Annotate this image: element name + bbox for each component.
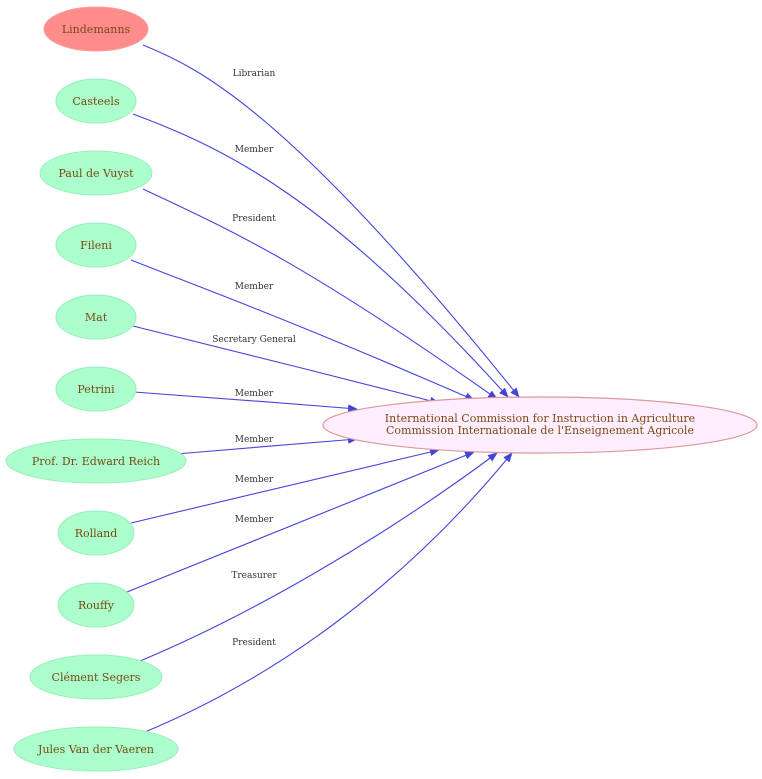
node-shape-clement-segers <box>29 654 163 700</box>
node-shape-mat <box>55 294 137 340</box>
edge-rolland <box>130 448 440 524</box>
node-casteels[interactable]: Casteels <box>55 78 137 124</box>
edge-prof-dr-edward-reich <box>175 435 358 455</box>
node-label-jules-van-der-vaeren: Jules Van der Vaeren <box>37 743 154 756</box>
center-node-label-line2: Commission Internationale de l'Enseignem… <box>386 424 694 437</box>
edge-mat <box>132 325 440 405</box>
node-clement-segers[interactable]: Clément Segers <box>29 654 163 700</box>
edge-label-casteels: Member <box>235 145 274 155</box>
edge-lindemanns <box>142 44 520 398</box>
edge-rouffy <box>126 451 475 593</box>
node-label-paul-de-vuyst: Paul de Vuyst <box>58 167 134 180</box>
edge-paul-de-vuyst <box>142 188 498 400</box>
edge-clement-segers <box>139 452 498 662</box>
node-lindemanns[interactable]: Lindemanns <box>43 6 149 52</box>
node-shape-prof-dr-edward-reich <box>5 438 187 484</box>
node-label-mat: Mat <box>85 311 108 324</box>
node-shape-rouffy <box>57 582 135 628</box>
edge-label-jules-van-der-vaeren: President <box>232 638 276 648</box>
node-label-casteels: Casteels <box>72 95 120 108</box>
node-petrini[interactable]: Petrini <box>55 366 137 412</box>
node-label-petrini: Petrini <box>77 383 115 396</box>
node-shape-fileni <box>55 222 137 268</box>
edge-petrini <box>133 391 358 413</box>
node-label-lindemanns: Lindemanns <box>62 23 131 36</box>
node-label-fileni: Fileni <box>80 239 112 252</box>
node-shape-casteels <box>55 78 137 124</box>
node-prof-dr-edward-reich[interactable]: Prof. Dr. Edward Reich <box>5 438 187 484</box>
edge-label-rolland: Member <box>235 475 274 485</box>
node-label-clement-segers: Clément Segers <box>52 671 141 684</box>
edge-casteels <box>132 113 509 398</box>
edge-label-lindemanns: Librarian <box>233 69 276 79</box>
node-shape-jules-van-der-vaeren <box>13 726 179 772</box>
edge-label-fileni: Member <box>235 282 274 292</box>
node-paul-de-vuyst[interactable]: Paul de Vuyst <box>39 150 153 196</box>
edge-label-paul-de-vuyst: President <box>232 214 276 224</box>
center-node-shape <box>322 396 758 454</box>
center-node[interactable]: International Commission for Instruction… <box>322 396 758 454</box>
node-rouffy[interactable]: Rouffy <box>57 582 135 628</box>
center-node-label-line1: International Commission for Instruction… <box>385 412 695 425</box>
node-shape-paul-de-vuyst <box>39 150 153 196</box>
node-mat[interactable]: Mat <box>55 294 137 340</box>
edge-fileni <box>130 259 475 401</box>
node-label-rolland: Rolland <box>75 527 118 540</box>
node-shape-rolland <box>57 510 135 556</box>
node-rolland[interactable]: Rolland <box>57 510 135 556</box>
edges-layer: LibrarianMemberPresidentMemberSecretary … <box>126 44 520 733</box>
node-shape-lindemanns <box>43 6 149 52</box>
edge-label-petrini: Member <box>235 389 274 399</box>
edge-jules-van-der-vaeren <box>144 452 513 733</box>
node-fileni[interactable]: Fileni <box>55 222 137 268</box>
edge-label-rouffy: Member <box>235 515 274 525</box>
edge-label-prof-dr-edward-reich: Member <box>235 435 274 445</box>
node-shape-petrini <box>55 366 137 412</box>
node-label-prof-dr-edward-reich: Prof. Dr. Edward Reich <box>32 455 160 468</box>
node-label-rouffy: Rouffy <box>78 599 115 612</box>
edge-label-clement-segers: Treasurer <box>231 571 277 581</box>
node-jules-van-der-vaeren[interactable]: Jules Van der Vaeren <box>13 726 179 772</box>
edge-label-mat: Secretary General <box>212 335 296 345</box>
